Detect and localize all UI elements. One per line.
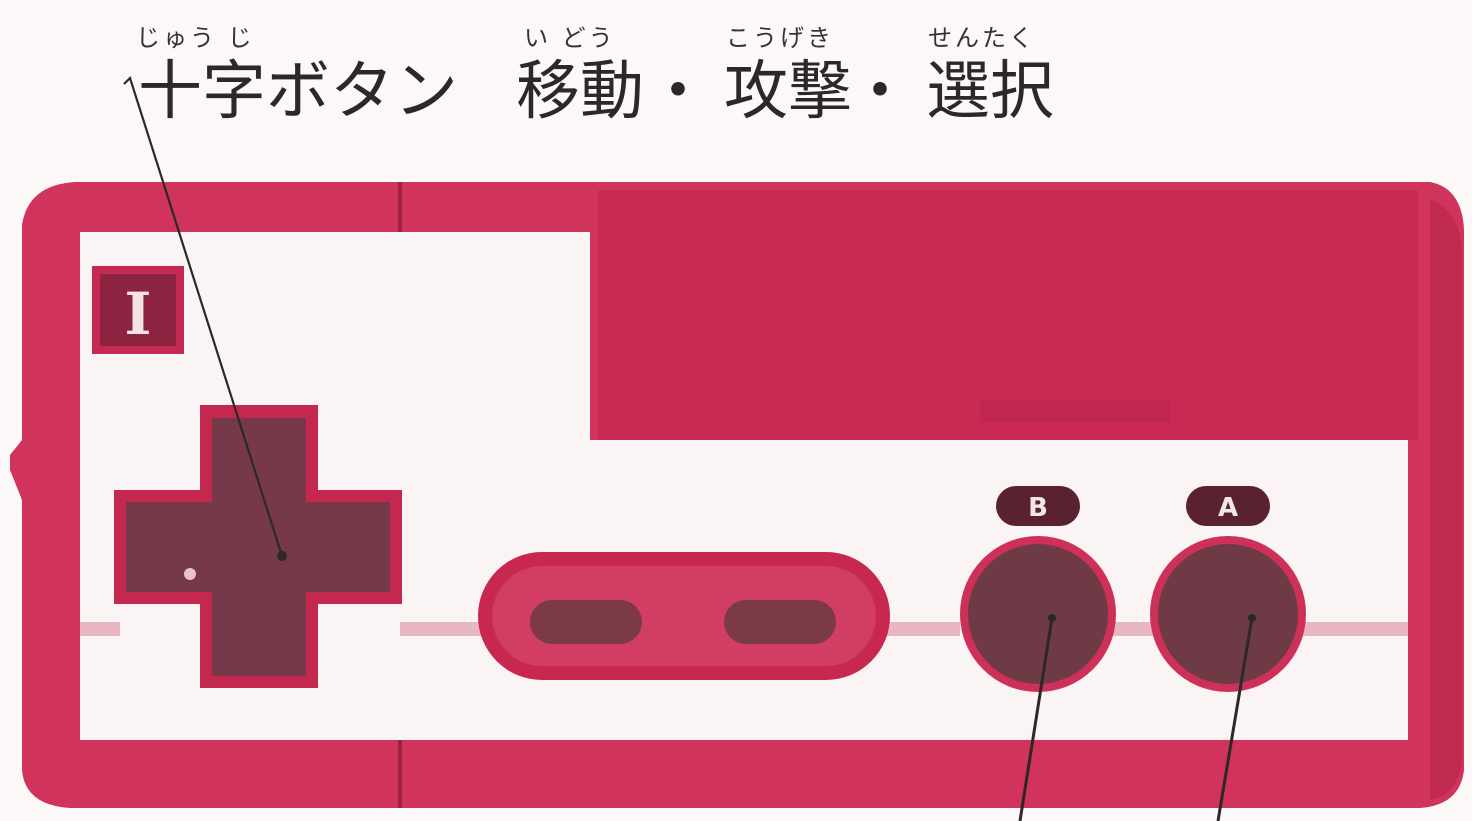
top-panel <box>598 190 1418 440</box>
a-leader-dot <box>1248 614 1256 622</box>
player-badge-label: I <box>124 280 151 348</box>
b-label-text: B <box>1028 493 1048 523</box>
select-label: 選択 <box>926 55 1054 129</box>
rail-left <box>80 622 120 636</box>
a-button[interactable] <box>1158 544 1298 684</box>
caption-ruby-row: じゅう じ い どう こうげき せんたく <box>120 18 1120 52</box>
top-panel-emboss <box>980 400 1170 422</box>
attack-label: 攻撃 <box>724 55 852 129</box>
attack-ruby: こうげき <box>726 24 834 52</box>
dpad-leader-dot <box>277 551 287 561</box>
start-button[interactable] <box>724 600 836 644</box>
caption-main-row: 十字ボタン 移動 ・ 攻撃 ・ 選択 <box>120 50 1120 134</box>
dpad-inner <box>126 418 390 676</box>
a-label-slot <box>1186 486 1270 526</box>
dpad-leader-line <box>123 75 284 557</box>
b-label-slot <box>996 486 1080 526</box>
b-button[interactable] <box>968 544 1108 684</box>
b-leader-dot <box>1048 614 1056 622</box>
b-leader-line <box>1018 617 1054 821</box>
player-badge-inner <box>100 274 176 346</box>
controller-side-shade <box>1428 198 1462 800</box>
a-leader-line <box>1216 617 1254 821</box>
select-ruby: せんたく <box>928 24 1036 52</box>
separator-dot: ・ <box>646 55 710 129</box>
select-button[interactable] <box>530 600 642 644</box>
dpad-glint <box>184 568 196 580</box>
rail-right <box>1300 622 1408 636</box>
separator-dot: ・ <box>848 55 912 129</box>
dpad-ruby: じゅう じ <box>136 24 255 52</box>
dpad-label: 十字ボタン <box>138 55 458 129</box>
a-label-text: A <box>1218 493 1238 523</box>
rail-between-ab <box>1110 622 1160 636</box>
function-caption: じゅう じ い どう こうげき せんたく 十字ボタン 移動 ・ 攻撃 ・ 選択 <box>120 8 1120 138</box>
move-label: 移動 <box>516 55 644 129</box>
move-ruby: い どう <box>524 24 616 52</box>
